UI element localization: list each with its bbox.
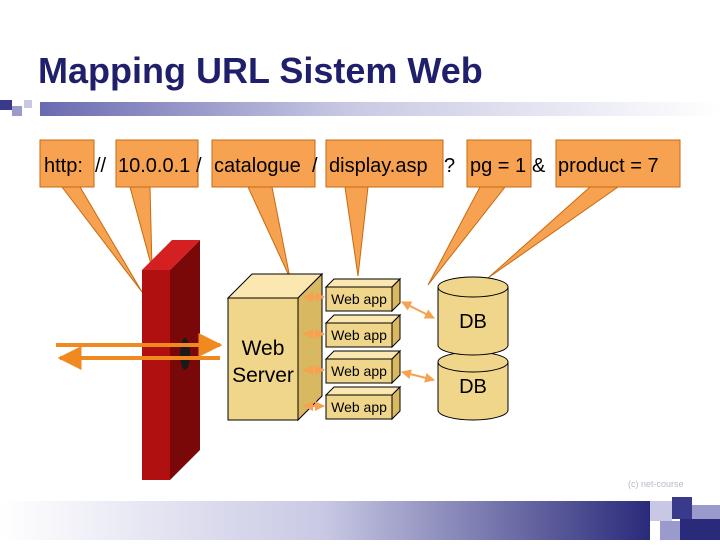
- app-db-arrow-1: [401, 301, 435, 319]
- url-host-box: [115, 139, 199, 188]
- callout-path: [247, 186, 291, 279]
- database-lower: DB: [437, 351, 509, 421]
- footer-gradient-bar: [0, 497, 720, 540]
- web-server-label-line2: Server: [232, 364, 294, 387]
- app-db-arrow-2: [401, 369, 435, 383]
- firewall-port: [180, 338, 190, 370]
- url-part-sep-slash: /: [196, 155, 207, 177]
- url-part-param1: pg = 1: [470, 155, 526, 177]
- footer-decoration: [0, 497, 720, 540]
- web-server: Web Server: [226, 272, 324, 422]
- web-app-label: Web app: [331, 291, 387, 307]
- url-part-sep-slashes: //: [95, 155, 112, 177]
- callout-param2: [487, 186, 620, 279]
- firewall: [142, 240, 200, 480]
- header-gradient-bar: [0, 100, 720, 116]
- header-decoration: [0, 100, 720, 120]
- callout-param1: [427, 186, 507, 286]
- url-param2-box: [555, 139, 681, 188]
- web-app-label: Web app: [331, 363, 387, 379]
- url-part-param2: product = 7: [558, 155, 659, 177]
- footer-watermark: (c) net-course: [628, 479, 684, 489]
- database-label: DB: [459, 311, 487, 333]
- url-resource-box: [325, 139, 444, 188]
- url-scheme-box: [39, 139, 95, 188]
- url-part-host: 10.0.0.1: [118, 155, 190, 177]
- url-part-sep-amp: &: [532, 155, 551, 177]
- url-part-path: catalogue: [214, 155, 301, 177]
- web-app-label: Web app: [331, 327, 387, 343]
- database-upper: DB: [437, 276, 509, 356]
- callout-scheme: [60, 186, 143, 293]
- callout-resource: [344, 186, 369, 277]
- web-app-2: Web app: [324, 313, 402, 349]
- web-app-1: Web app: [324, 277, 402, 313]
- web-app-3: Web app: [324, 349, 402, 385]
- url-text: http: // 10.0.0.1 / catalogue / display.…: [44, 155, 659, 177]
- web-server-label-line1: Web: [242, 337, 285, 360]
- page-title: Mapping URL Sistem Web: [38, 50, 483, 91]
- url-part-resource: display.asp: [329, 155, 428, 177]
- url-part-sep-query: ?: [444, 155, 461, 177]
- url-part-scheme: http:: [44, 155, 83, 177]
- database-label: DB: [459, 376, 487, 398]
- web-app-4: Web app: [324, 385, 402, 421]
- web-app-label: Web app: [331, 399, 387, 415]
- url-part-sep-slash2: /: [312, 155, 323, 177]
- callout-host: [129, 186, 153, 269]
